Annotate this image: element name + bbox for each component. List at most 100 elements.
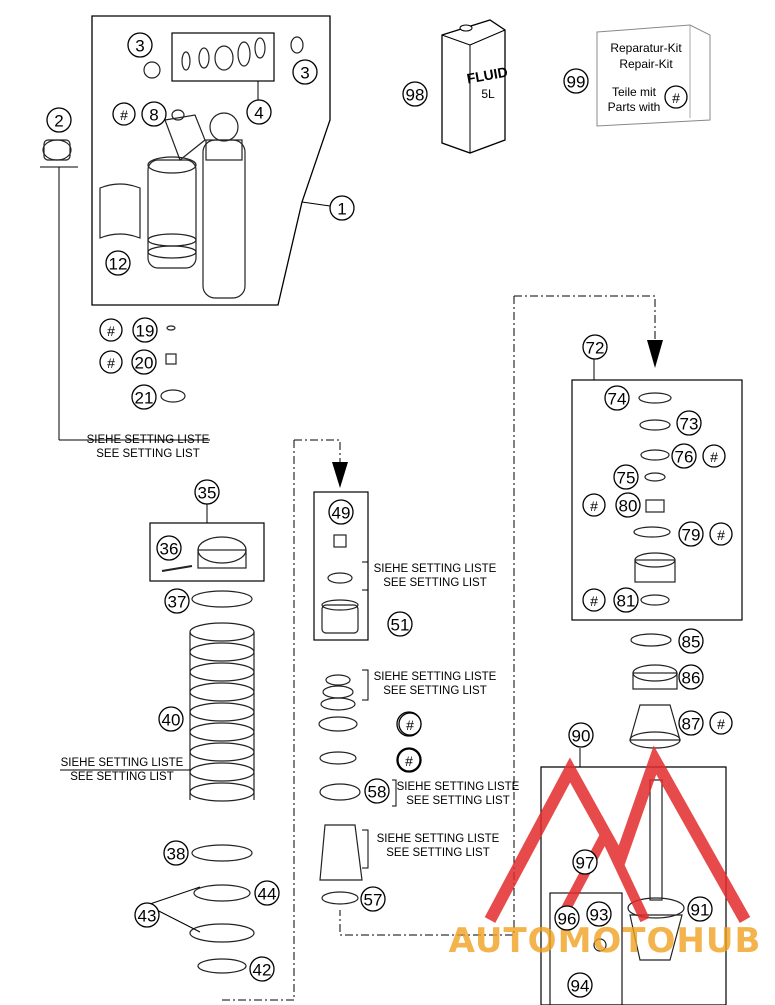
callout-57: 57 [364,891,383,910]
callout-20: 20 [135,354,154,373]
callout-circle-98 [402,81,428,107]
hash-symbol: # [107,355,115,371]
hash-symbol: # [590,498,598,514]
setting-note-de: SIEHE SETTING LISTE [377,833,500,845]
callout-circle-49 [328,499,354,525]
watermark-text: AUTOMOTOHUB [449,921,762,961]
callout-circle-21 [131,384,157,410]
callout-21: 21 [135,389,154,408]
routing-lines [220,295,656,1001]
callout-80: 80 [619,497,638,516]
callout-circle-96 [554,905,580,931]
callout-8: 8 [149,106,158,125]
bump-stop [318,674,363,905]
hash-symbol: # [120,107,128,123]
seal-kit-box [171,32,275,82]
seal-rings [181,37,266,71]
callout-circle-99 [563,68,589,94]
callout-73: 73 [680,415,699,434]
callout-96: 96 [558,910,577,929]
callout-circle-12 [105,250,131,276]
callout-circle-42 [249,956,275,982]
fluid-can [441,19,506,154]
callout-circle-97 [572,849,598,875]
callout-circle-93 [586,901,612,927]
callout-90: 90 [572,727,591,746]
setting-note-en: SEE SETTING LIST [70,771,174,783]
part-2-adjuster [42,139,72,161]
fluid-label: FLUID [465,64,508,87]
callout-1: 1 [337,200,346,219]
part-3-upper [143,36,304,121]
callout-87: 87 [682,715,701,734]
fluid-volume: 5L [481,87,495,101]
callout-76: 76 [675,448,694,467]
callout-circle-74 [604,385,630,411]
hash-circle [397,748,421,772]
setting-note-de: SIEHE SETTING LISTE [87,434,210,446]
callout-3: 3 [300,64,309,83]
callout-49: 49 [332,504,351,523]
hash-symbol: # [717,716,725,732]
callout-circle-90 [568,722,594,748]
callout-circle-40 [158,706,184,732]
setting-note-en: SEE SETTING LIST [383,685,487,697]
callout-circle-2 [46,107,72,133]
callout-circle-44 [254,880,280,906]
callout-94: 94 [571,977,590,996]
hash-circle [582,493,606,517]
callout-99: 99 [567,73,586,92]
valve-parts [321,534,359,634]
callout-circle-79 [678,521,704,547]
repair-kit-parts-de: Teile mit [612,85,657,99]
shock-body [147,112,246,299]
hash-symbol: # [710,449,718,465]
hash-circle [709,711,733,735]
callout-circle-76 [671,443,697,469]
callout-circle-38 [163,840,189,866]
hash-circle [398,712,422,736]
piston-parts [633,392,676,606]
spring [189,622,255,802]
callout-12: 12 [109,255,128,274]
callout-circle-91 [687,896,713,922]
rod-subbox [549,892,623,1005]
repair-kit-de: Reparatur-Kit [610,41,682,55]
setting-note-de: SIEHE SETTING LISTE [397,781,520,793]
callout-circle-72 [582,334,608,360]
hash-circle [582,588,606,612]
callout-93: 93 [590,906,609,925]
setting-note-en: SEE SETTING LIST [386,847,490,859]
callout-circle-75 [613,464,639,490]
callout-circle-73 [676,410,702,436]
setting-note-en: SEE SETTING LIST [406,795,510,807]
repair-kit-parts-en: Parts with [608,100,661,114]
callout-81: 81 [617,592,636,611]
setting-note-en: SEE SETTING LIST [383,577,487,589]
hash-circle [702,444,726,468]
setting-note-en: SEE SETTING LIST [96,448,200,460]
callout-circle-86 [678,664,704,690]
callout-51: 51 [391,616,410,635]
callout-72: 72 [586,339,605,358]
callout-35: 35 [198,484,217,503]
callout-circle-36 [156,535,182,561]
hash-symbol: # [672,90,680,106]
callout-19: 19 [136,322,155,341]
callout-circle-58 [364,778,390,804]
callout-58: 58 [368,783,387,802]
hash-symbol: # [107,323,115,339]
callout-43: 43 [138,907,157,926]
hash-symbol: # [406,717,414,733]
setting-note-de: SIEHE SETTING LISTE [61,757,184,769]
callout-38: 38 [167,845,186,864]
callout-circle-80 [615,492,641,518]
callout-circle-87 [678,710,704,736]
hash-symbol: # [405,753,413,769]
callout-circle-3 [292,59,318,85]
callout-98: 98 [406,86,425,105]
hash-circle [709,522,733,546]
callout-4: 4 [254,104,263,123]
callout-91: 91 [691,901,710,920]
